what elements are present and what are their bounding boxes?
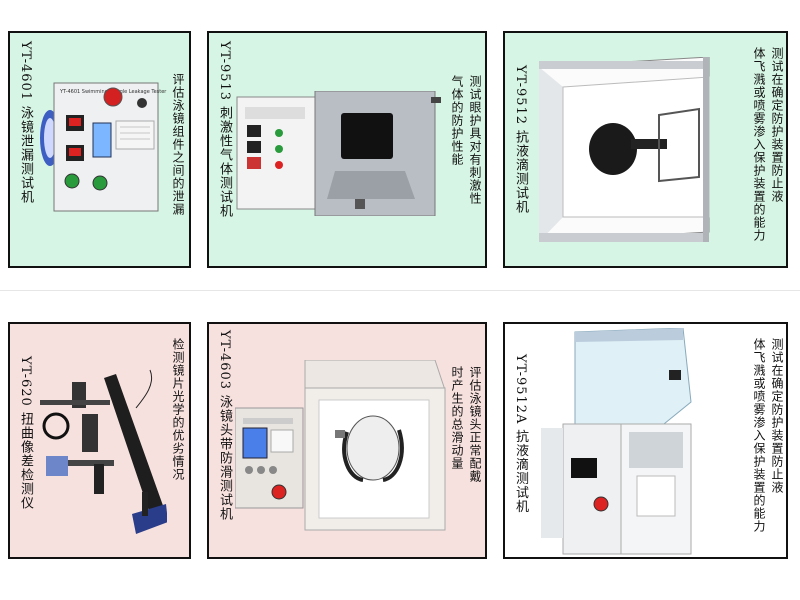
card-desc: 时产生的总滑动量: [450, 366, 464, 470]
card-desc: 测试在确定防护装置防止液: [770, 47, 784, 203]
product-card-yt-9512a: YT-9512A 抗液滴测试机 测试在确定防护装置防止液 体飞溅或喷雾渗入保护装…: [503, 322, 788, 559]
card-title: YT-4601 泳镜泄漏测试机: [18, 41, 33, 205]
product-card-yt-620: YT-620 扭曲像差检测仪 检测镜片光学的优劣情况: [8, 322, 191, 559]
product-card-yt-9512: YT-9512 抗液滴测试机 测试在确定防护装置防止液 体飞溅或喷雾渗入保护装置…: [503, 31, 788, 268]
product-card-yt-4601: YT-4601 泳镜泄漏测试机 YT-4601 Swimming Goggle …: [8, 31, 191, 268]
card-title: YT-9512A 抗液滴测试机: [513, 354, 528, 514]
product-card-yt-4603: YT-4603 泳镜头带防滑测试机 评估泳镜头正常配戴 时产生的总滑动量: [207, 322, 487, 559]
product-image-aberration-detector: [40, 369, 167, 534]
card-desc: 体飞溅或喷雾渗入保护装置的能力: [752, 338, 766, 533]
card-title: YT-620 扭曲像差检测仪: [18, 356, 33, 510]
card-title: YT-9513 刺激性气体测试机: [217, 41, 232, 219]
product-card-yt-9513: YT-9513 刺激性气体测试机 测试眼护具对有刺激性 气体的防护性能: [207, 31, 487, 268]
card-desc: 评估泳镜头正常配戴: [468, 366, 482, 483]
product-image-droplet-tester-a: [541, 328, 692, 555]
product-image-goggle-leakage-tester: YT-4601 Swimming Goggle Leakage Tester: [40, 82, 167, 212]
card-desc: 测试眼护具对有刺激性: [468, 75, 482, 205]
product-image-droplet-tester: [539, 57, 710, 242]
card-title: YT-4603 泳镜头带防滑测试机: [217, 330, 232, 522]
card-desc: 体飞溅或喷雾渗入保护装置的能力: [752, 47, 766, 242]
product-image-strap-slip-tester: [235, 360, 446, 531]
card-desc: 检测镜片光学的优劣情况: [171, 338, 185, 481]
card-desc: 气体的防护性能: [450, 75, 464, 166]
product-image-irritant-gas-tester: [236, 91, 441, 216]
card-desc: 评估泳镜组件之间的泄漏: [171, 73, 185, 216]
card-title: YT-9512 抗液滴测试机: [513, 65, 528, 215]
card-desc: 测试在确定防护装置防止液: [770, 338, 784, 494]
divider-line: [0, 290, 800, 291]
